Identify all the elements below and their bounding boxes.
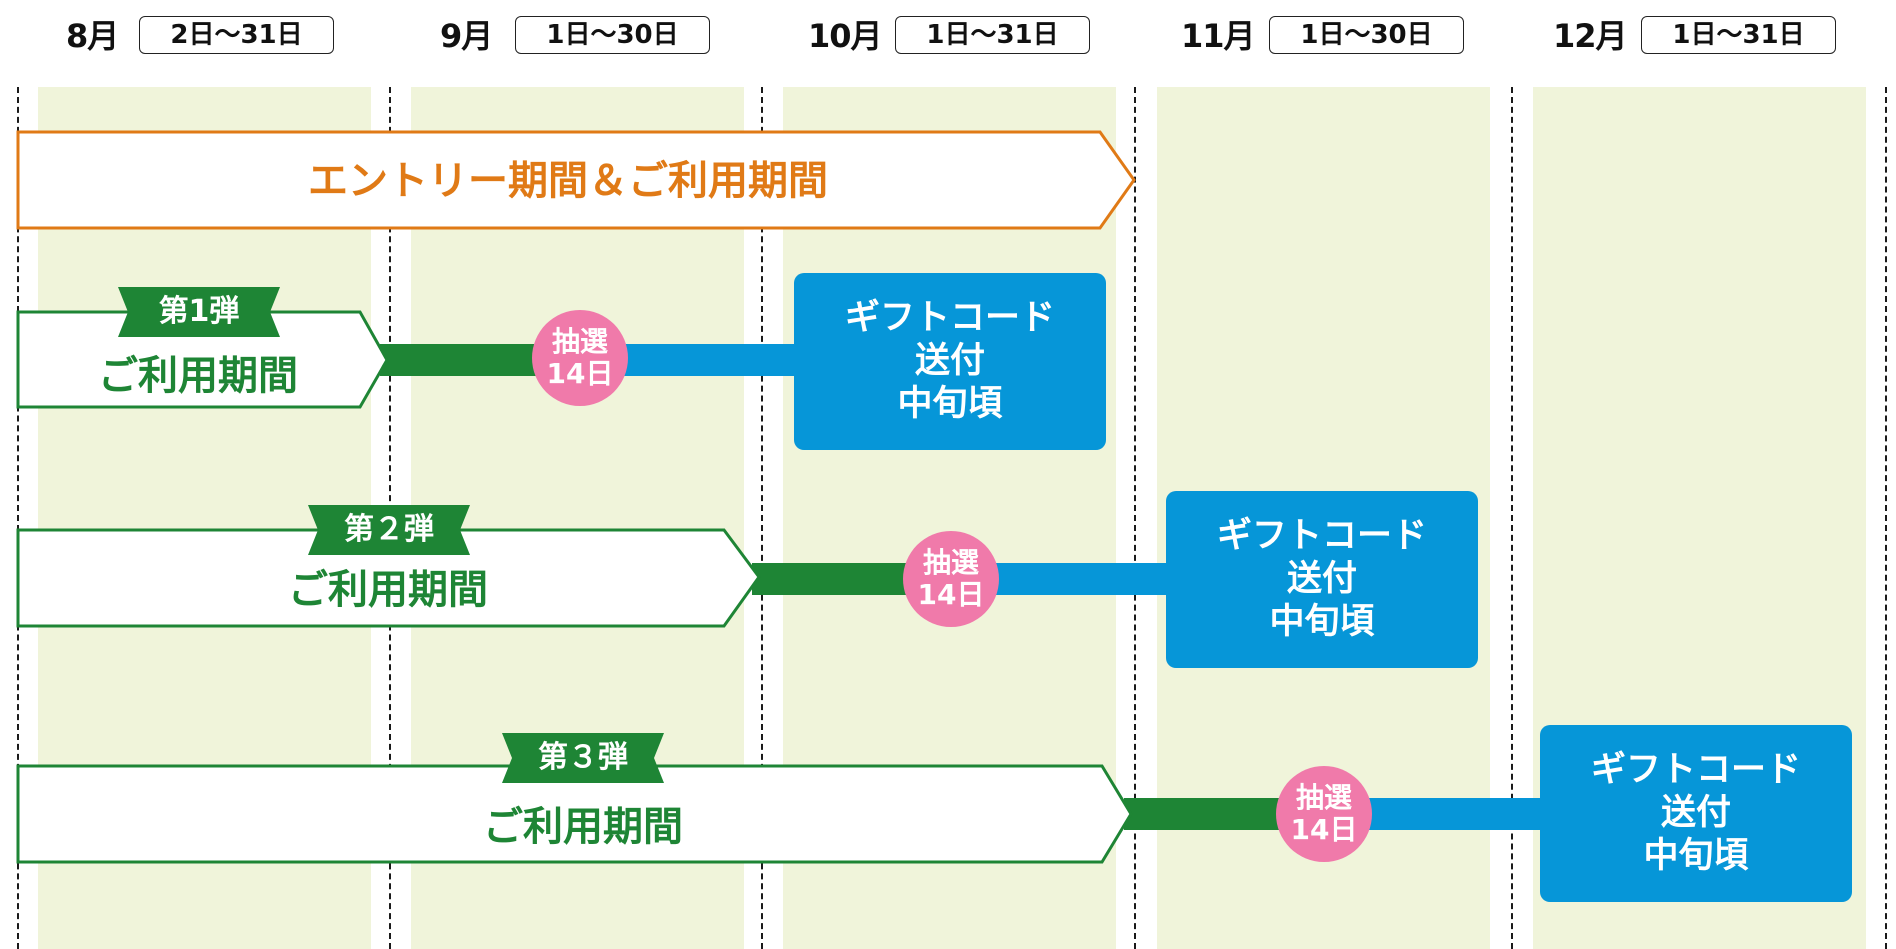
gift-line: ギフトコード [1216, 516, 1427, 556]
lottery-day: 14日 [546, 357, 614, 390]
month-label-nov: 11月 [1181, 17, 1256, 55]
round-1-period-arrow [16, 310, 389, 409]
month-range-aug: 2日～31日 [139, 16, 334, 54]
round-1-gift-box: ギフトコード 送付 中旬頃 [794, 273, 1106, 450]
gift-line: ギフトコード [1590, 750, 1801, 790]
lottery-label: 抽選 [922, 546, 979, 579]
lottery-day: 14日 [1290, 813, 1358, 846]
gift-line: 送付 [1286, 559, 1357, 599]
round-3-gift-box: ギフトコード 送付 中旬頃 [1540, 725, 1852, 902]
gift-line: 送付 [1660, 793, 1731, 833]
round-2-period-label: ご利用期間 [288, 567, 488, 613]
month-range-nov: 1日～30日 [1269, 16, 1464, 54]
round-2-lottery-badge: 抽選 14日 [903, 531, 999, 627]
round-1-badge-ribbon [118, 287, 280, 337]
round-2-gift-box: ギフトコード 送付 中旬頃 [1166, 491, 1478, 668]
month-range-sep: 1日～30日 [515, 16, 710, 54]
entry-period-arrow [16, 130, 1136, 230]
month-label-aug: 8月 [66, 17, 119, 55]
round-1-period-label: ご利用期間 [98, 353, 298, 399]
month-range-dec: 1日～31日 [1641, 16, 1836, 54]
round-2-badge: 第２弾 [344, 512, 434, 547]
round-2-period-arrow [16, 528, 761, 628]
gift-line: 中旬頃 [1643, 836, 1749, 876]
round-2-badge-ribbon [308, 505, 470, 555]
month-range-oct: 1日～31日 [895, 16, 1090, 54]
month-label-sep: 9月 [440, 17, 493, 55]
month-label-oct: 10月 [808, 17, 883, 55]
round-3-period-label: ご利用期間 [483, 804, 683, 850]
gift-line: 送付 [914, 341, 985, 381]
round-3-period-arrow [16, 764, 1133, 864]
month-divider [761, 87, 763, 949]
gift-line: ギフトコード [844, 298, 1055, 338]
entry-period-label: エントリー期間＆ご利用期間 [308, 158, 828, 204]
month-divider [1134, 87, 1136, 949]
lottery-label: 抽選 [551, 325, 608, 358]
month-divider [1885, 87, 1887, 949]
month-divider [17, 87, 19, 949]
gift-line: 中旬頃 [1269, 602, 1375, 642]
gift-line: 中旬頃 [897, 384, 1003, 424]
round-1-lottery-badge: 抽選 14日 [532, 310, 628, 406]
lottery-day: 14日 [917, 578, 985, 611]
round-1-badge: 第1弾 [158, 294, 240, 329]
round-3-badge: 第３弾 [538, 740, 628, 775]
round-3-badge-ribbon [502, 733, 664, 783]
month-label-dec: 12月 [1553, 17, 1628, 55]
lottery-label: 抽選 [1295, 781, 1352, 814]
round-3-lottery-badge: 抽選 14日 [1276, 766, 1372, 862]
month-divider [1511, 87, 1513, 949]
